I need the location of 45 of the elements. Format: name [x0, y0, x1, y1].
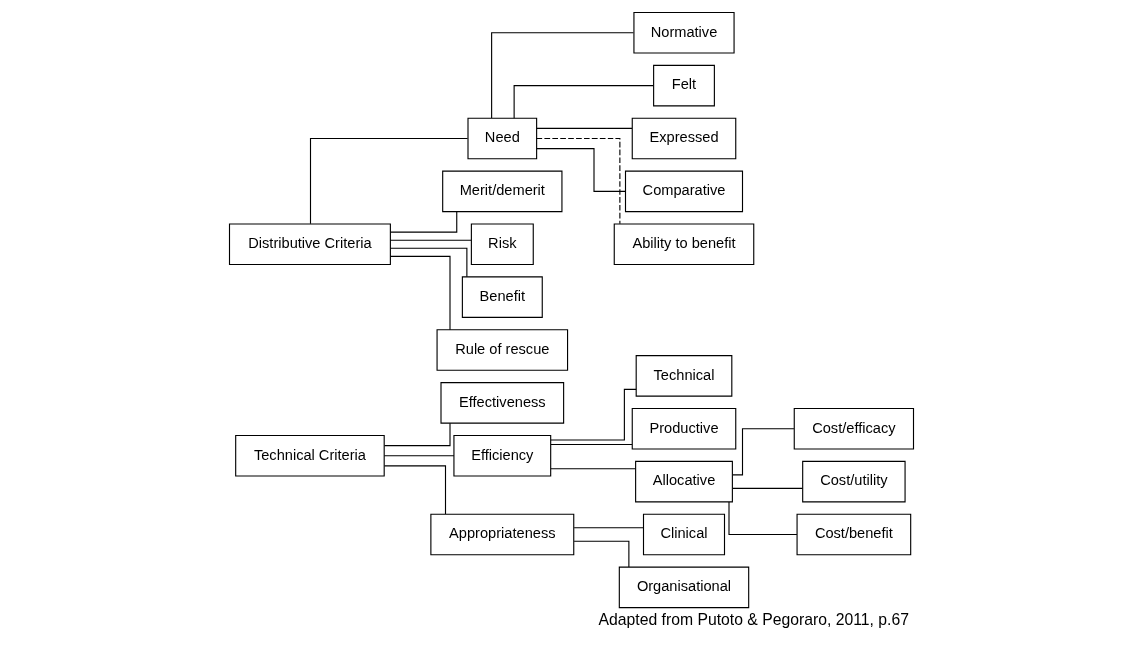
node-box: Cost/efficacy: [793, 407, 915, 450]
connector: [732, 428, 795, 476]
connector: [573, 527, 644, 529]
connector: [550, 388, 637, 441]
connector: [732, 487, 804, 489]
node-box: Expressed: [631, 117, 737, 160]
node-box: Comparative: [624, 170, 744, 213]
connector: [536, 148, 627, 192]
connector: [383, 455, 455, 457]
node-box: Allocative: [635, 460, 733, 503]
connector: [390, 255, 451, 331]
node-box: Distributive Criteria: [228, 223, 391, 266]
node-box: Benefit: [461, 276, 543, 318]
node-box: Productive: [631, 407, 737, 450]
connector: [383, 422, 451, 447]
node-box: Clinical: [642, 513, 726, 556]
connector: [491, 32, 634, 119]
connector: [383, 465, 447, 515]
connector: [389, 239, 472, 241]
node-box: Risk: [470, 223, 534, 266]
node-box: Cost/benefit: [796, 513, 912, 556]
connector: [550, 468, 637, 470]
node-box: Normative: [633, 11, 735, 54]
connector: [573, 540, 630, 568]
node-box: Technical: [635, 355, 733, 397]
node-box: Efficiency: [453, 434, 552, 477]
connector: [550, 443, 633, 446]
connector: [536, 137, 621, 225]
node-box: Cost/utility: [802, 460, 906, 503]
node-box: Technical Criteria: [235, 434, 385, 477]
node-box: Organisational: [618, 566, 750, 609]
connector: [513, 85, 654, 119]
node-box: Merit/demerit: [442, 170, 563, 213]
connector: [390, 211, 458, 233]
connector: [309, 137, 469, 225]
caption: Adapted from Putoto & Pegoraro, 2011, p.67: [598, 610, 910, 628]
node-box: Rule of rescue: [436, 329, 569, 371]
connector: [390, 247, 468, 278]
connector: [536, 127, 633, 129]
node-box: Ability to benefit: [613, 223, 755, 266]
node-box: Appropriateness: [430, 513, 575, 556]
node-box: Need: [467, 117, 538, 160]
node-box: Effectiveness: [440, 382, 565, 424]
connector: [728, 501, 798, 536]
node-box: Felt: [653, 64, 715, 107]
